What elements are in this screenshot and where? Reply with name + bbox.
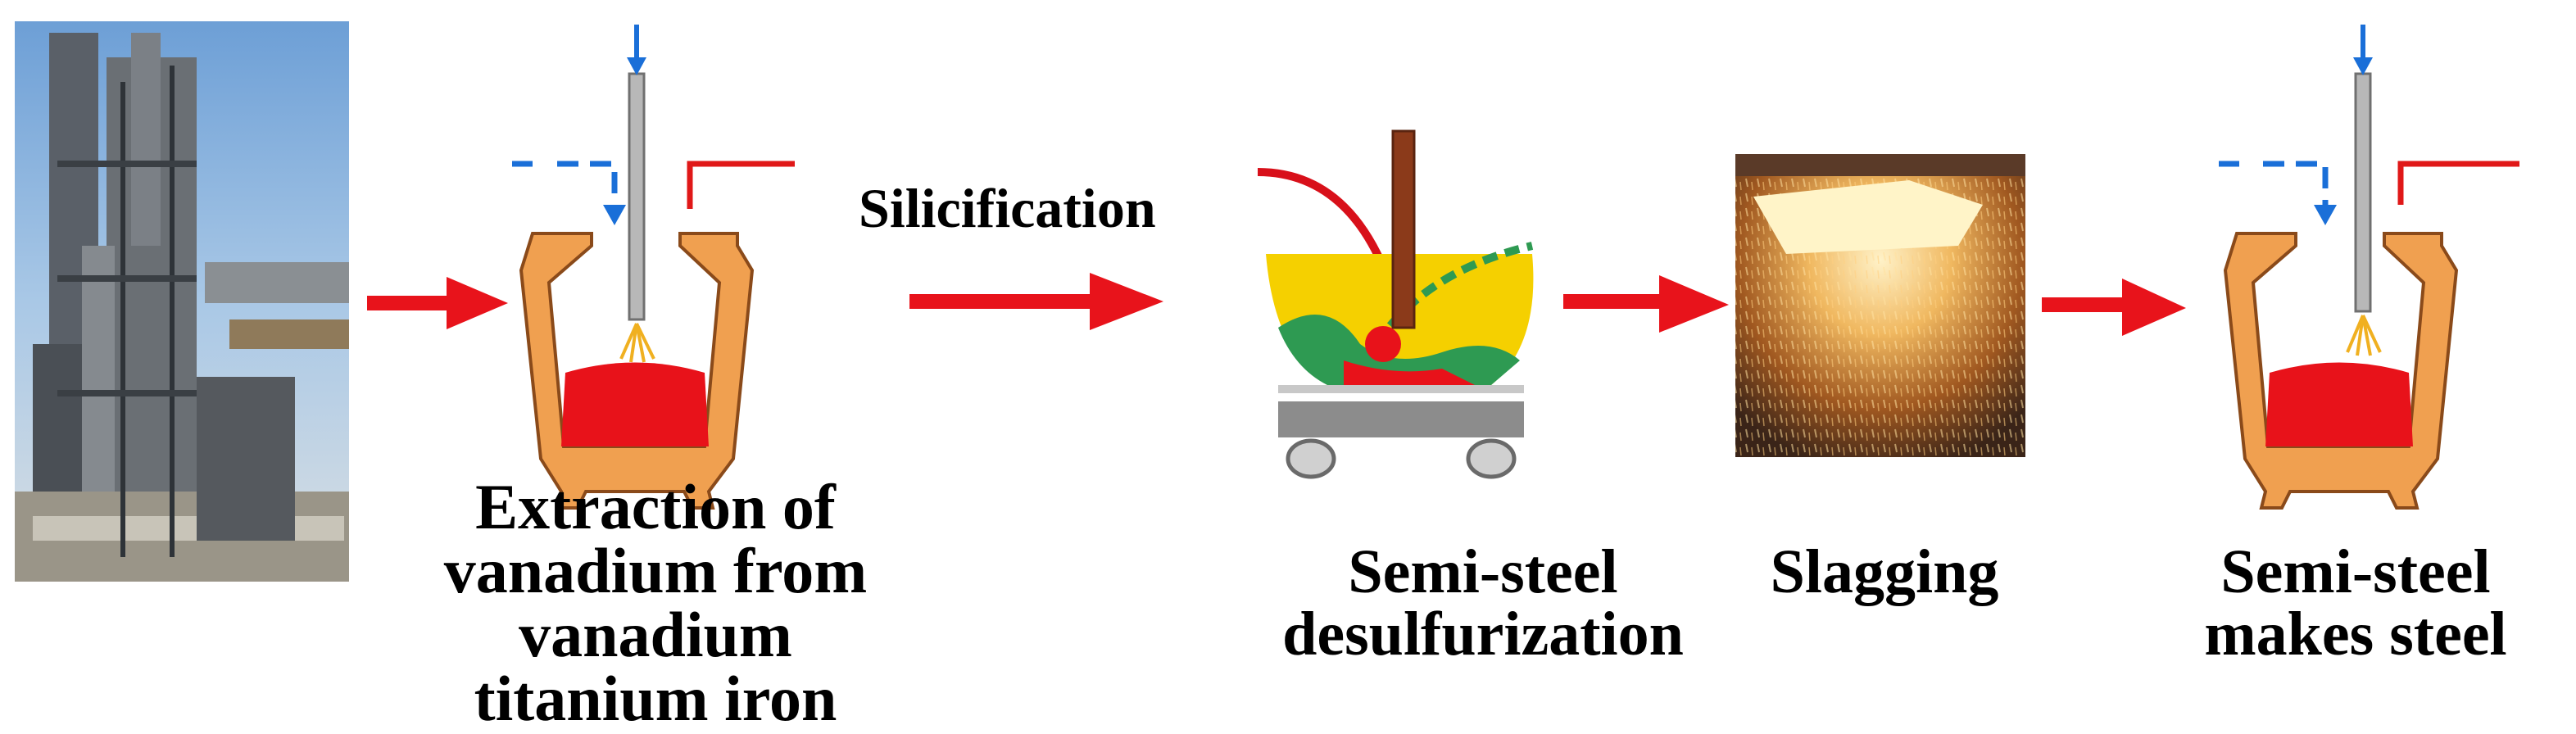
label-line: vanadium from [443, 535, 868, 606]
label-line: titanium iron [474, 663, 837, 734]
blast-furnace-photo [15, 21, 349, 582]
label-line: desulfurization [1282, 600, 1684, 668]
flow-arrow [367, 277, 508, 329]
step-label-slagging: Slagging [1737, 541, 2032, 603]
label-line: Semi-steel [1348, 537, 1618, 606]
flow-arrow [909, 273, 1163, 330]
flow-arrow [2042, 279, 2186, 336]
label-line: Extraction of [475, 471, 836, 542]
label-line: makes steel [2204, 600, 2507, 668]
step-label-desulfurization: Semi-steel desulfurization [1245, 541, 1721, 665]
label-line: vanadium [519, 599, 792, 670]
label-line: Slagging [1770, 537, 1999, 606]
step-label-steelmaking: Semi-steel makes steel [2163, 541, 2548, 665]
arrow-label-silicification: Silicification [859, 177, 1156, 239]
flow-arrow [1563, 275, 1729, 333]
slagging-photo [1735, 154, 2025, 457]
desulfurization-ladle-icon [1257, 129, 1534, 479]
label-line: Semi-steel [2220, 537, 2491, 606]
converter-vessel-icon [2219, 25, 2519, 510]
converter-vessel-icon [512, 25, 795, 510]
step-label-extraction: Extraction of vanadium from vanadium tit… [410, 475, 901, 731]
